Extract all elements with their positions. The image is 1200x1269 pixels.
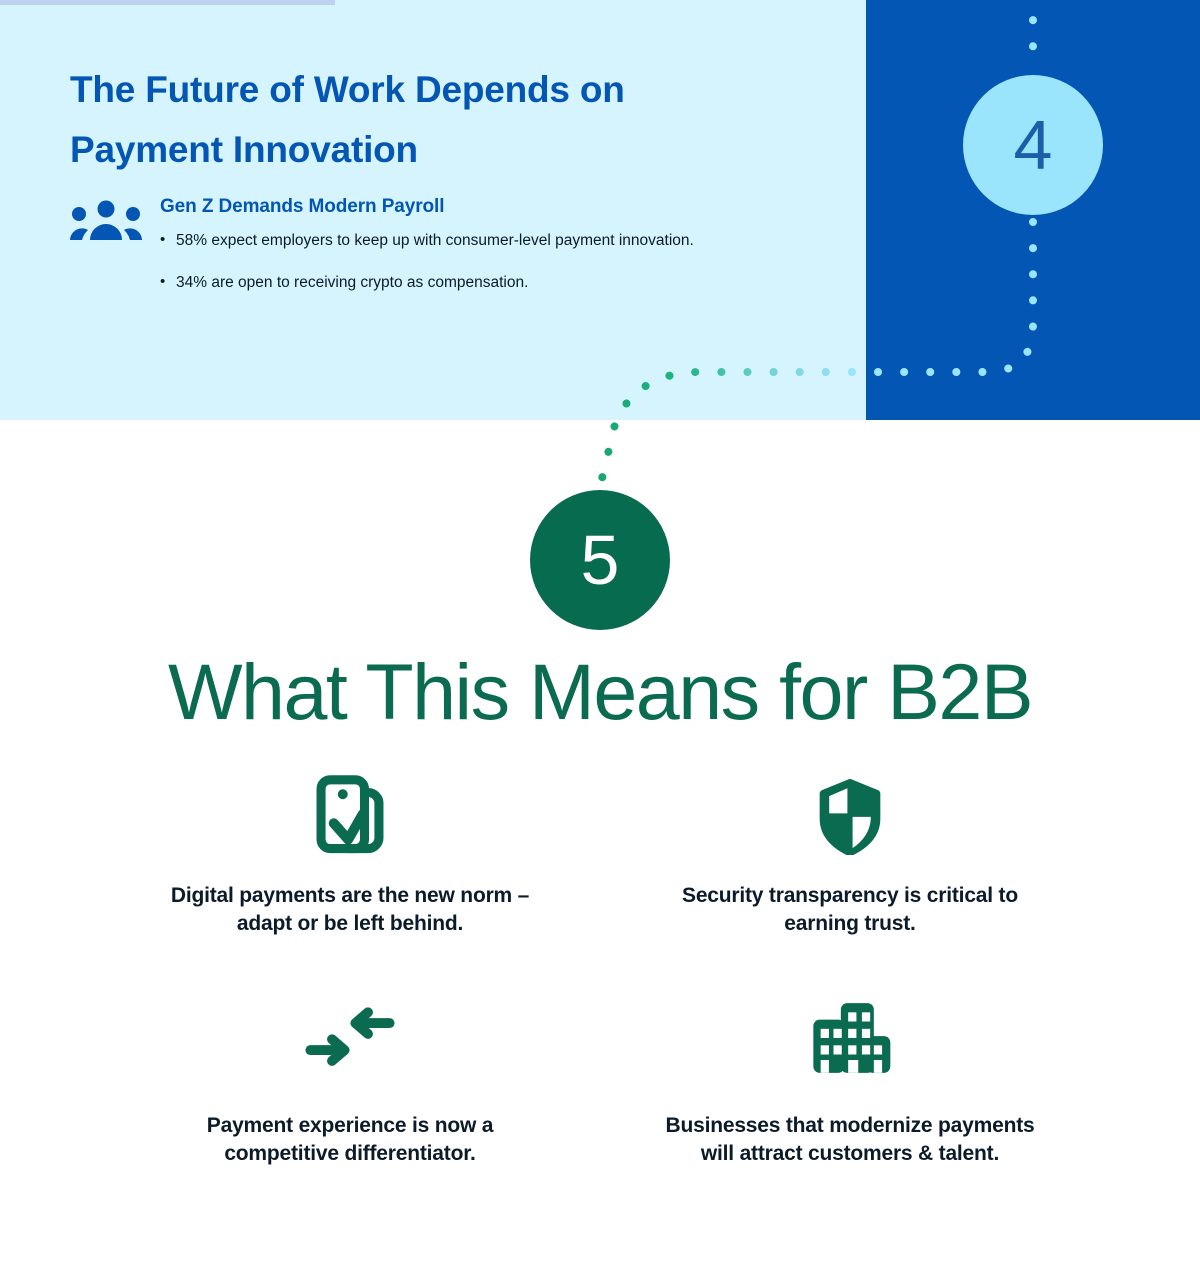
card-digital-payments: Digital payments are the new norm – adap…: [100, 770, 600, 938]
step-badge-5: 5: [530, 490, 670, 630]
card-text: Security transparency is critical to ear…: [682, 884, 1018, 935]
group-people-icon: [70, 200, 142, 244]
fact-title: Gen Z Demands Modern Payroll: [160, 196, 445, 217]
mobile-tap-payment-icon: [312, 770, 388, 862]
fact-bullet-list: 58% expect employers to keep up with con…: [160, 229, 710, 294]
top-rule-divider: [0, 0, 335, 5]
office-building-icon: [806, 1002, 894, 1074]
step-badge-4: 4: [963, 75, 1103, 215]
card-text: Businesses that modernize payments will …: [665, 1113, 1035, 1165]
card-modernize-payments: Businesses that modernize payments will …: [600, 1002, 1100, 1168]
b2b-heading: What This Means for B2B: [167, 647, 1034, 736]
converging-arrows-icon: [305, 1002, 395, 1074]
b2b-cards-grid: Digital payments are the new norm – adap…: [100, 770, 1100, 1168]
card-text: Digital payments are the new norm – adap…: [170, 884, 530, 935]
fact-block: Gen Z Demands Modern Payroll 58% expect …: [70, 196, 710, 294]
card-text: Payment experience is now a competitive …: [206, 1113, 494, 1165]
section-heading: The Future of Work Depends on Payment In…: [70, 69, 625, 170]
fact-bullet-1: 58% expect employers to keep up with con…: [160, 229, 710, 252]
fact-body: Gen Z Demands Modern Payroll 58% expect …: [160, 196, 710, 294]
fact-bullet-2: 34% are open to receiving crypto as comp…: [160, 271, 710, 294]
shield-security-icon: [817, 770, 883, 862]
card-payment-experience: Payment experience is now a competitive …: [100, 1002, 600, 1168]
card-security-transparency: Security transparency is critical to ear…: [600, 770, 1100, 938]
